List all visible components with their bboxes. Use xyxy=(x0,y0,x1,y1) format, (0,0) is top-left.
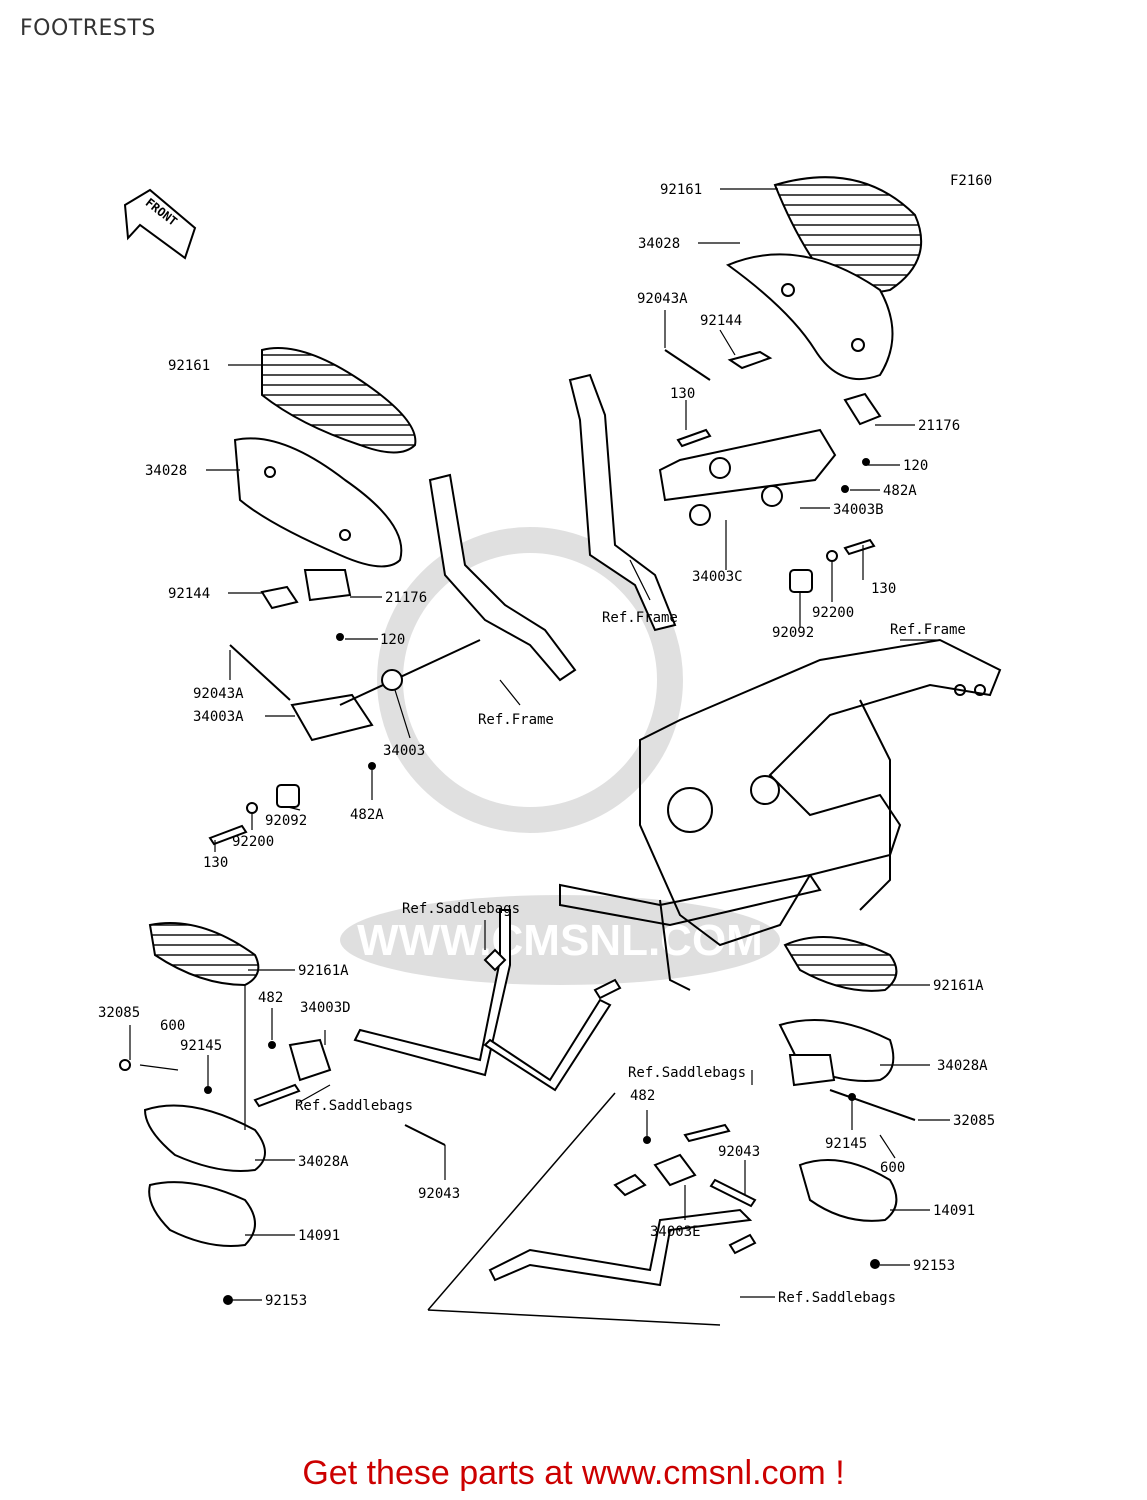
callout-34028-upper-left: 34028 xyxy=(145,463,187,479)
callout-21176-upper-right: 21176 xyxy=(918,418,960,434)
callout-34003: 34003 xyxy=(383,743,425,759)
upper-right-footboard xyxy=(568,176,923,632)
callout-ref-saddlebags-mid: Ref.Saddlebags xyxy=(628,1065,746,1081)
figure-code: F2160 xyxy=(950,173,992,189)
reference-lines xyxy=(427,1092,721,1326)
callout-482-right: 482 xyxy=(630,1088,655,1104)
callout-92092-upper-left: 92092 xyxy=(265,813,307,829)
callout-482a-upper-left: 482A xyxy=(350,807,384,823)
callout-92145-right: 92145 xyxy=(825,1136,867,1152)
callout-34003e: 34003E xyxy=(650,1224,701,1240)
callout-ref-frame-upper: Ref.Frame xyxy=(602,610,678,626)
lower-left-footboard xyxy=(119,909,622,1305)
callout-600-left: 600 xyxy=(160,1018,185,1034)
watermark-logo: WWW.CMSNL.COM xyxy=(340,527,780,985)
callout-ref-saddlebags-left: Ref.Saddlebags xyxy=(295,1098,413,1114)
watermark-text: WWW.CMSNL.COM xyxy=(357,916,763,965)
callout-34028a-left: 34028A xyxy=(298,1154,349,1170)
callout-92144-upper-left: 92144 xyxy=(168,586,210,602)
callout-120-upper-left: 120 xyxy=(380,632,405,648)
callout-14091-right: 14091 xyxy=(933,1203,975,1219)
callout-14091-left: 14091 xyxy=(298,1228,340,1244)
callout-92200-upper-right: 92200 xyxy=(812,605,854,621)
callout-ref-saddlebags-bottom: Ref.Saddlebags xyxy=(778,1290,896,1306)
callout-34003b: 34003B xyxy=(833,502,884,518)
callout-21176-upper-left: 21176 xyxy=(385,590,427,606)
callout-92153-left: 92153 xyxy=(265,1293,307,1309)
callout-34003d: 34003D xyxy=(300,1000,351,1016)
callout-92145-left: 92145 xyxy=(180,1038,222,1054)
callout-120-upper-right: 120 xyxy=(903,458,928,474)
leader-lines xyxy=(129,188,950,1301)
upper-left-footboard xyxy=(208,347,577,846)
callout-130-upper-right: 130 xyxy=(670,386,695,402)
callout-34003a: 34003A xyxy=(193,709,244,725)
callout-92161-upper-right: 92161 xyxy=(660,182,702,198)
callout-32085-right: 32085 xyxy=(953,1113,995,1129)
callout-92161-upper-left: 92161 xyxy=(168,358,210,374)
callout-92161a-left: 92161A xyxy=(298,963,349,979)
callout-92043a-upper-right: 92043A xyxy=(637,291,688,307)
callout-34028-upper-right: 34028 xyxy=(638,236,680,252)
callout-32085-left: 32085 xyxy=(98,1005,140,1021)
callout-92161a-right: 92161A xyxy=(933,978,984,994)
callout-482a-upper-right: 482A xyxy=(883,483,917,499)
callout-34028a-right: 34028A xyxy=(937,1058,988,1074)
callout-92043-left: 92043 xyxy=(418,1186,460,1202)
lower-right-footboard xyxy=(488,936,916,1287)
front-arrow-icon: FRONT xyxy=(123,188,197,260)
footer-promo-link[interactable]: Get these parts at www.cmsnl.com ! xyxy=(302,1454,845,1492)
callout-labels: 92161 34028 92043A 92144 130 21176 120 4… xyxy=(98,182,995,1309)
callout-600-right: 600 xyxy=(880,1160,905,1176)
callout-ref-frame-center: Ref.Frame xyxy=(478,712,554,728)
callout-ref-frame-right: Ref.Frame xyxy=(890,622,966,638)
callout-34003c: 34003C xyxy=(692,569,743,585)
callout-92043-right: 92043 xyxy=(718,1144,760,1160)
callout-92153-right: 92153 xyxy=(913,1258,955,1274)
callout-92043a-upper-left: 92043A xyxy=(193,686,244,702)
callout-482-left: 482 xyxy=(258,990,283,1006)
callout-130-right: 130 xyxy=(871,581,896,597)
callout-92200-upper-left: 92200 xyxy=(232,834,274,850)
callout-130-upper-left: 130 xyxy=(203,855,228,871)
callout-92092-upper-right: 92092 xyxy=(772,625,814,641)
page-title: FOOTRESTS xyxy=(20,16,156,41)
callout-92144-upper-right: 92144 xyxy=(700,313,742,329)
callout-ref-saddlebags-top: Ref.Saddlebags xyxy=(402,901,520,917)
